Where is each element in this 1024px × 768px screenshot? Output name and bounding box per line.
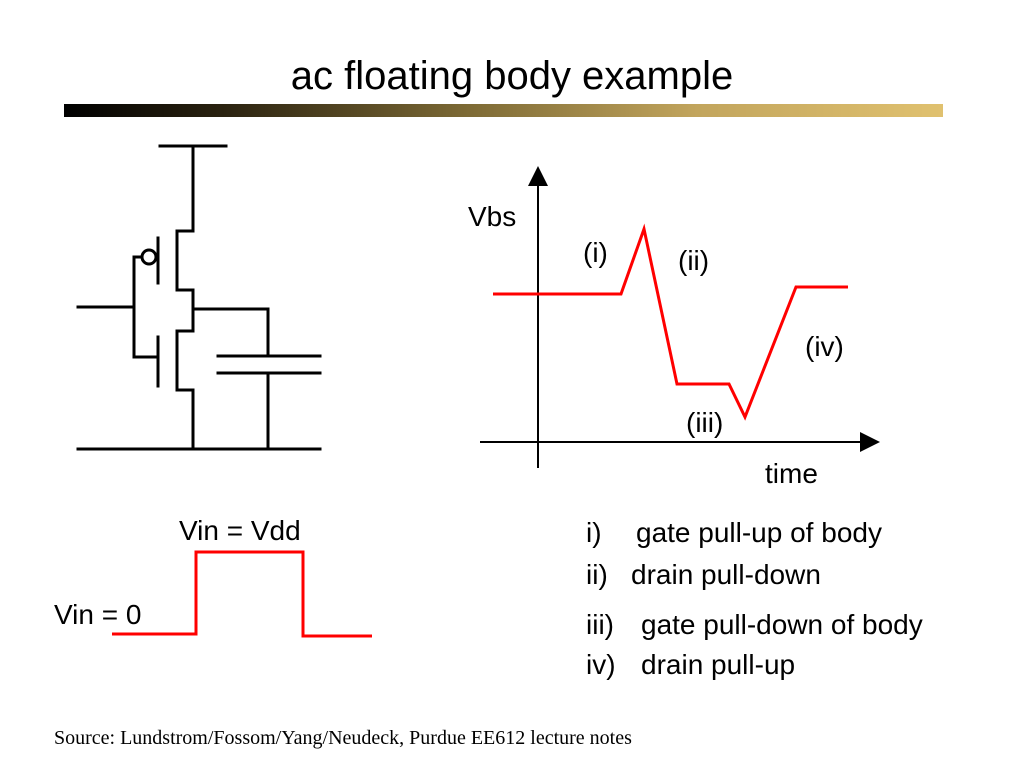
legend-text: drain pull-down	[631, 559, 821, 590]
legend-item-ii: ii) drain pull-down	[586, 559, 821, 591]
phase-label-ii: (ii)	[678, 245, 709, 276]
legend-marker: ii)	[586, 559, 608, 590]
inverter-circuit	[76, 144, 322, 451]
phase-label-i: (i)	[583, 237, 608, 268]
input-pulse	[112, 550, 372, 638]
vin-low-label: Vin = 0	[54, 599, 141, 630]
legend-text: gate pull-up of body	[636, 517, 882, 548]
time-axis-label: time	[765, 458, 818, 489]
legend-item-iv: iv) drain pull-up	[586, 649, 795, 681]
source-citation: Source: Lundstrom/Fossom/Yang/Neudeck, P…	[54, 727, 632, 749]
legend-text: gate pull-down of body	[641, 609, 923, 640]
phase-label-iv: (iv)	[805, 331, 844, 362]
input-waveform: Vin = Vdd Vin = 0	[54, 515, 372, 638]
vbs-axis-label: Vbs	[468, 201, 516, 232]
title-rule	[64, 104, 943, 117]
vbs-plot: Vbs time (i) (ii) (iii) (iv)	[468, 166, 880, 489]
legend-marker: iv)	[586, 649, 616, 680]
phase-label-iii: (iii)	[686, 407, 723, 438]
slide-title: ac floating body example	[290, 54, 734, 98]
pmos-gate-bubble	[140, 248, 158, 266]
legend-item-i: i) gate pull-up of body	[586, 517, 882, 549]
vbs-waveform	[493, 223, 848, 421]
vin-high-label: Vin = Vdd	[179, 515, 301, 546]
legend-marker: iii)	[586, 609, 614, 640]
legend-marker: i)	[586, 517, 602, 548]
legend-text: drain pull-up	[641, 649, 796, 680]
legend-item-iii: iii) gate pull-down of body	[586, 609, 923, 641]
